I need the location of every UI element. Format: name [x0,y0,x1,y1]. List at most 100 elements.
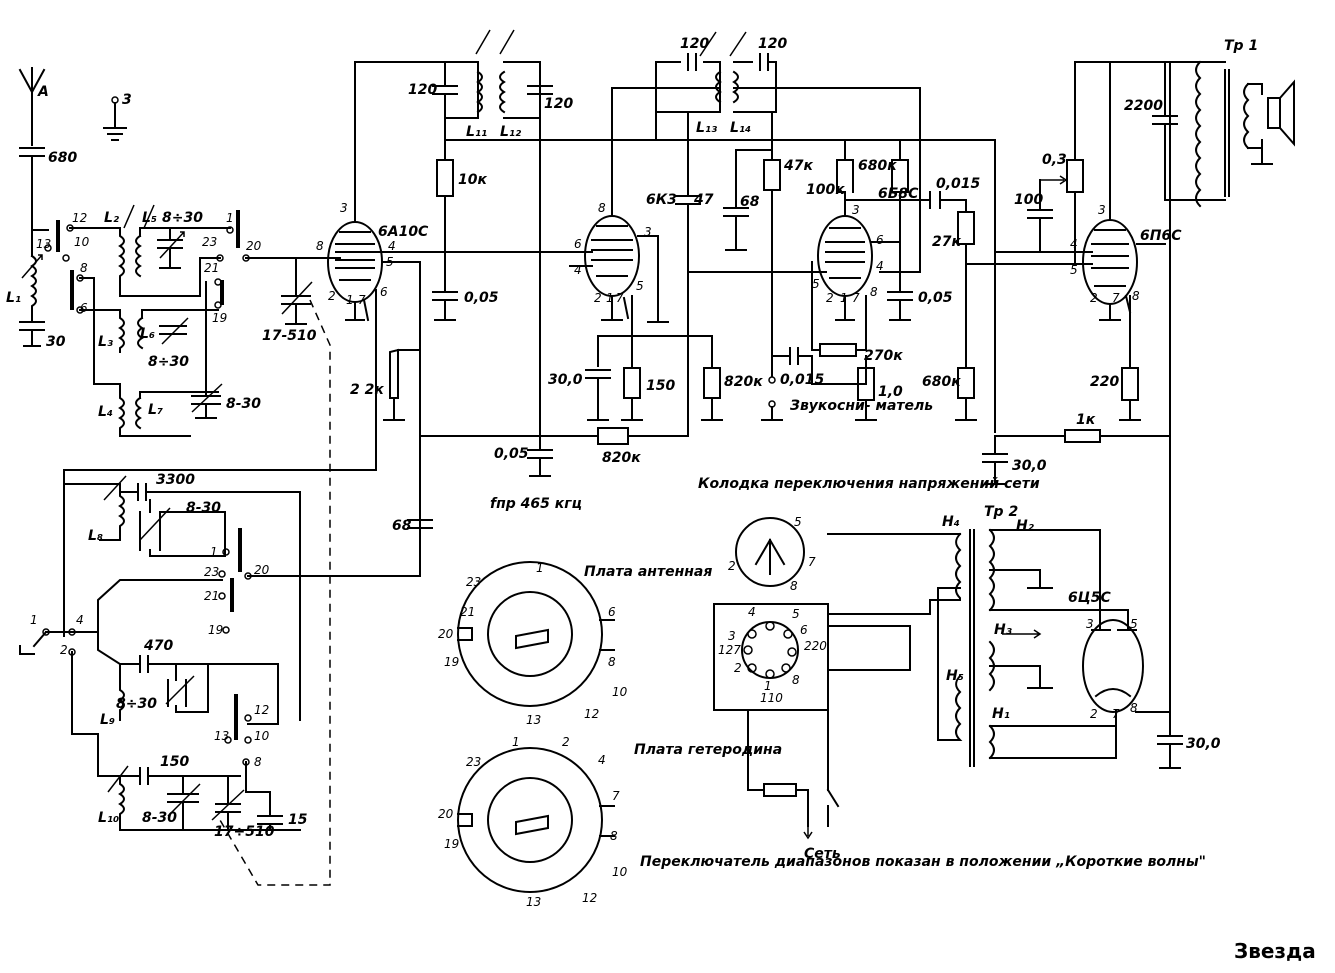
mains-block-jumper [754,538,786,575]
pin-label: 5 [1130,617,1138,631]
coil-L6 [137,309,219,350]
pin-19 [222,626,230,634]
if-transformer-1: 120 120 L₁₁ L₁₂ 10к 0,05 0,05 [408,29,996,477]
tube-6c5c-envelope [1082,619,1144,713]
coil-L1-tuner [21,254,43,279]
coupling-network [844,191,1076,421]
resistor-220-label: 220 [1090,374,1119,390]
cap-0-05-b-label: 0,05 [494,446,529,462]
cap-8-30-a-label: 8÷30 [162,210,203,226]
h2-label: Н₂ [1016,518,1035,534]
tr1-label: Тр 1 [1224,38,1258,54]
cap-15-label: 15 [288,812,308,828]
coil-L12 [499,61,553,119]
pin-label: 20 [246,239,262,253]
tube-6k3-leads [569,87,721,267]
coil-L10-label: L₁₀ [98,810,119,826]
cap-0-05-a-label: 0,05 [464,290,499,306]
pickup-terminal-a [768,376,776,384]
pin-label: 19 [444,655,459,669]
coil-L11 [476,70,483,114]
antenna-board: Плата антенная 1 23 21 20 19 6 8 10 12 1… [438,561,712,727]
tube-6k3-label: 6К3 [646,192,677,208]
cap-30-0-b [585,295,689,421]
cap-8-30-d-label: 8-30 [186,500,221,516]
coil-L4-label: L₄ [98,404,113,420]
pin-label: 8 [610,829,618,843]
cap-100-label: 100 [1014,192,1043,208]
resistor-820k-b-label: 820к [602,450,641,466]
gang-link [219,299,331,886]
tube-6k3-suppressor [637,235,669,323]
cap-8-30-c [191,281,221,419]
tr2-secondary-h1 [988,709,1117,760]
coil-L8-label: L₈ [88,528,103,544]
cap-30-0-d-label: 30,0 [1186,736,1221,752]
cap-17-510-label: 17-510 [262,328,317,344]
tr1-core [1224,69,1230,197]
resistor-1-0-label: 1,0 [878,384,903,400]
resistor-150-label: 150 [646,378,675,394]
mains-block: Колодка переключения напряжений сети 5 2… [698,476,1040,862]
cap-0-015-a-label: 0,015 [936,176,981,192]
antenna-label: A [37,84,49,100]
pin-label: 6 [574,237,582,251]
socket-pin [783,629,793,639]
resistor-1k-label: 1к [1076,412,1096,428]
coil-tuners [123,204,155,229]
pin-label: 1 [536,561,544,575]
pin-label: 13 [214,729,229,743]
tr2-primary-b [827,587,963,741]
mains-label: Сеть [804,846,841,862]
pin-13 [44,244,52,252]
cap-30-0-c-label: 30,0 [1012,458,1047,474]
cap-47-lead [419,111,701,451]
pin-label: 1 [606,291,614,305]
cap-120-b-label: 120 [544,96,573,112]
pin-label: 6 [876,233,884,247]
antenna-symbol [18,67,46,146]
cap-8-30-f-trim [167,783,201,817]
coil-L10-tuner [107,765,129,793]
pin-label: 6 [800,623,808,637]
pin-label: 7 [1112,707,1120,721]
pin-label: 1 [226,211,234,225]
coil-L1-label: L₁ [6,290,21,306]
cap-8-30-b-trim [161,317,189,345]
brand-name: Звезда [1234,939,1316,963]
pin-label: 8 [1130,701,1138,715]
band-switch [19,579,223,655]
cap-17-510 [245,257,341,325]
tube-6a10c-envelope [327,221,383,303]
resistor-47k-label: 47к [783,158,813,174]
socket-pin [747,629,757,639]
pin-label: 1 [764,679,772,693]
cap-8-30-d-trim [139,507,171,541]
voltage-220: 220 [804,639,827,653]
pin-label: 2 [60,643,68,657]
if-tuners-2 [699,31,747,57]
cap-68-b [723,149,773,251]
h4-label: Н₄ [942,514,960,530]
cap-3300-label: 3300 [156,472,195,488]
pin-label: 12 [72,211,87,225]
mains-block-title: Колодка переключения напряжений сети [698,476,1040,492]
switch-note: Переключатель диапазонов показан в полож… [640,854,1206,870]
pin-label: 3 [340,201,348,215]
pin-label: 23 [202,235,217,249]
socket-pin [787,647,797,657]
pin-label: 10 [612,865,628,879]
pin-label: 4 [876,259,884,273]
cap-2200 [1152,61,1226,201]
pin-label: 13 [526,895,541,909]
antenna-section: A 3 680 L₁ 30 [6,67,132,350]
cap-15 [245,761,283,831]
tr1-primary [1195,60,1202,208]
coil-L7 [135,391,219,430]
tr2-secondary-h3 [988,640,1053,692]
coil-L14-label: L₁₄ [730,120,751,136]
pin-label: 13 [526,713,541,727]
h5-label: Н₅ [946,668,964,684]
coil-L10 [97,733,301,831]
